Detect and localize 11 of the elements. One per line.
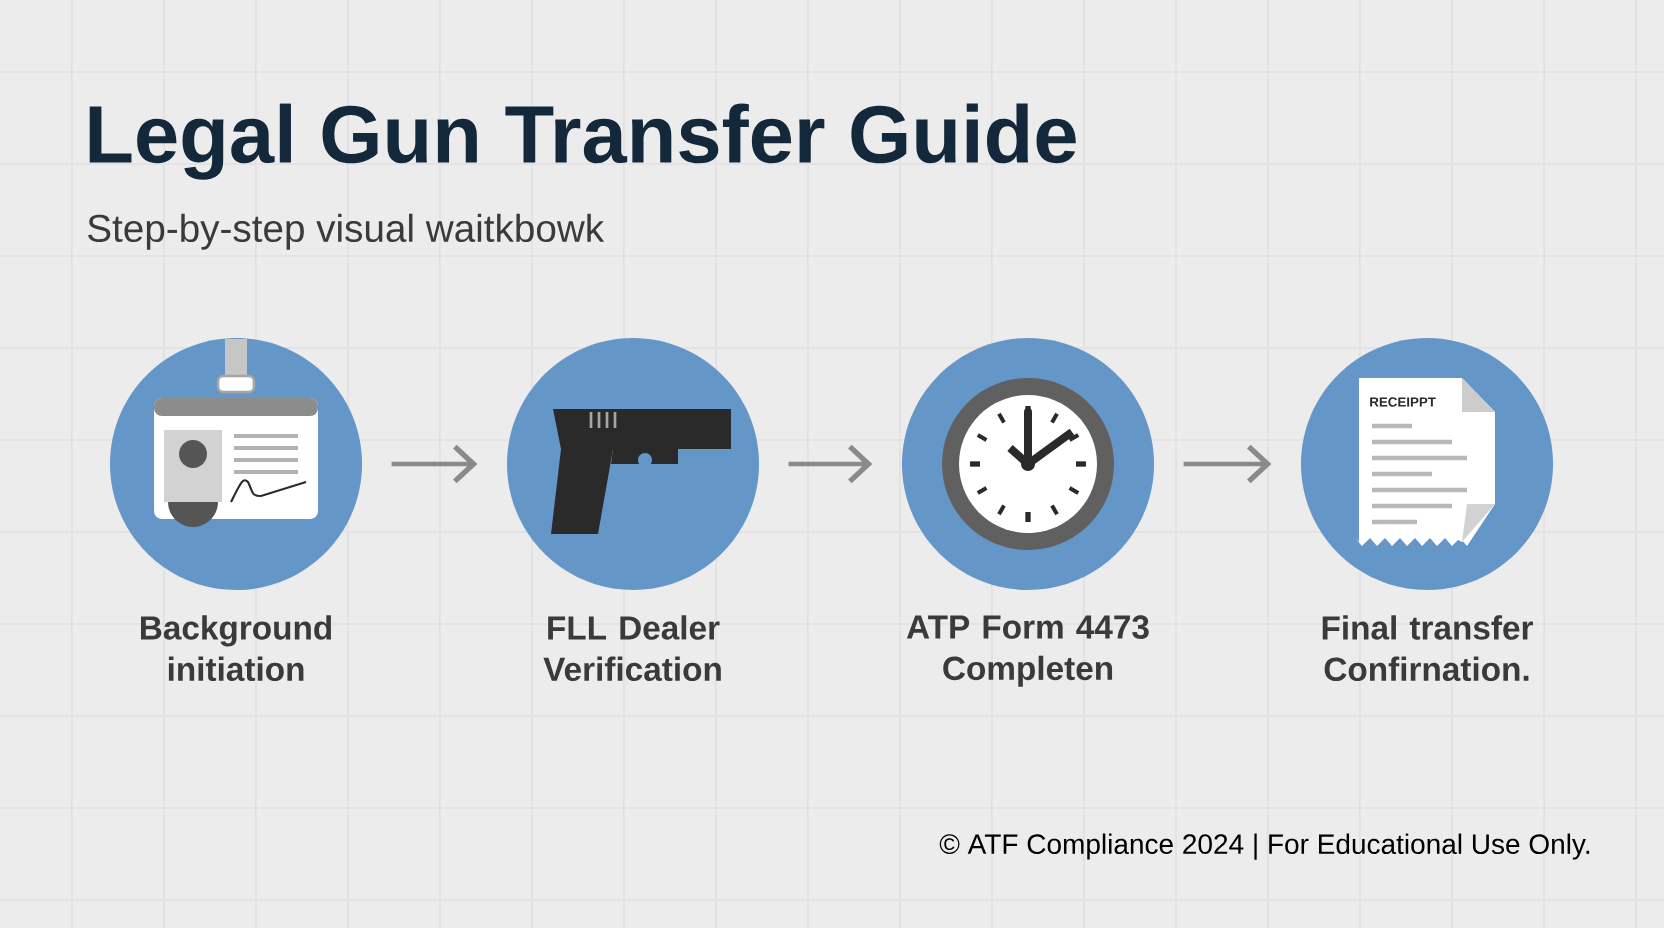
arrow <box>1183 444 1272 484</box>
step-label: FLL Dealer Verification <box>543 615 721 682</box>
arrow <box>391 444 478 484</box>
footer-note: © ATF Compliance 2024 | For Educational Use Only. <box>939 833 1590 860</box>
step-label: Background initiation <box>141 615 332 682</box>
step-label: ATP Form 4473 Completen <box>906 615 1149 687</box>
arrow <box>788 444 873 484</box>
step-label: Final transfer Confirnation. <box>1322 615 1533 682</box>
subtitle: Step-by-step visual waitkbowk <box>88 213 605 250</box>
receipt-heading: RECEIPPT <box>1370 397 1436 407</box>
title: Legal Gun Transfer Guide <box>89 103 1076 180</box>
